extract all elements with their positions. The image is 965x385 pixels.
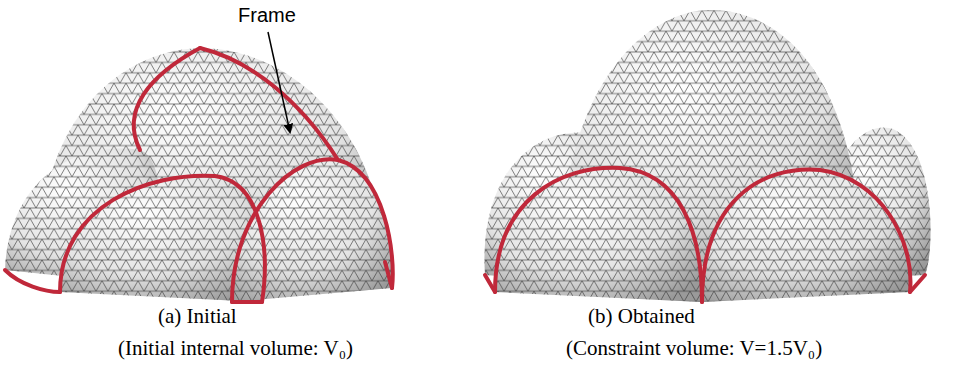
initial-shape [5, 32, 393, 302]
callout-label: Frame [238, 4, 296, 27]
subfigure-note: (Initial internal volume: V₀) [118, 336, 353, 361]
subfigure-caption: (a) Initial [158, 304, 237, 329]
obtained-shape [484, 10, 930, 302]
subfigure-note: (Constraint volume: V=1.5V₀) [566, 336, 822, 361]
subfigure-caption: (b) Obtained [588, 304, 695, 329]
